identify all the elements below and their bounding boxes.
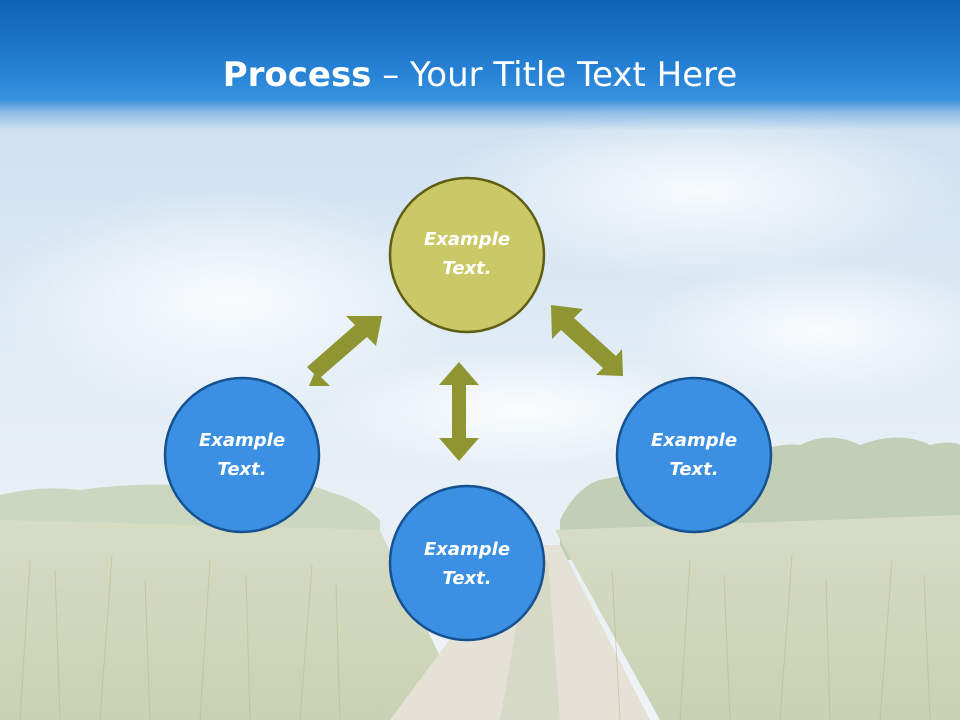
field-left <box>0 520 470 720</box>
node-right-line2: Text. <box>669 459 719 480</box>
node-bottom-line2: Text. <box>442 568 492 589</box>
node-right-label: Example Text. <box>619 426 769 484</box>
double-arrow-top-left <box>307 316 382 386</box>
field-right <box>555 515 960 720</box>
node-top-line2: Text. <box>442 258 492 279</box>
double-arrow-vertical <box>439 362 479 461</box>
node-left-line1: Example <box>198 430 286 451</box>
node-bottom-label: Example Text. <box>392 535 542 593</box>
node-bottom-circle <box>388 484 546 642</box>
node-left-circle <box>163 376 321 534</box>
node-right-circle <box>615 376 773 534</box>
node-right-line1: Example <box>650 430 738 451</box>
cloud <box>640 260 960 400</box>
header-band <box>0 0 960 150</box>
double-arrow-top-right <box>551 305 623 376</box>
cloud <box>0 190 470 410</box>
node-left-line2: Text. <box>217 459 267 480</box>
grass-strokes <box>19 554 931 720</box>
node-top-line1: Example <box>423 229 511 250</box>
node-left-label: Example Text. <box>167 426 317 484</box>
path-median <box>500 560 560 720</box>
title-bold-part: Process <box>222 55 372 95</box>
node-top-circle <box>388 176 546 334</box>
slide-title: Process – Your Title Text Here <box>0 52 960 98</box>
node-top-label: Example Text. <box>392 225 542 283</box>
node-bottom-line1: Example <box>423 539 511 560</box>
title-rest-part: – Your Title Text Here <box>371 55 738 95</box>
